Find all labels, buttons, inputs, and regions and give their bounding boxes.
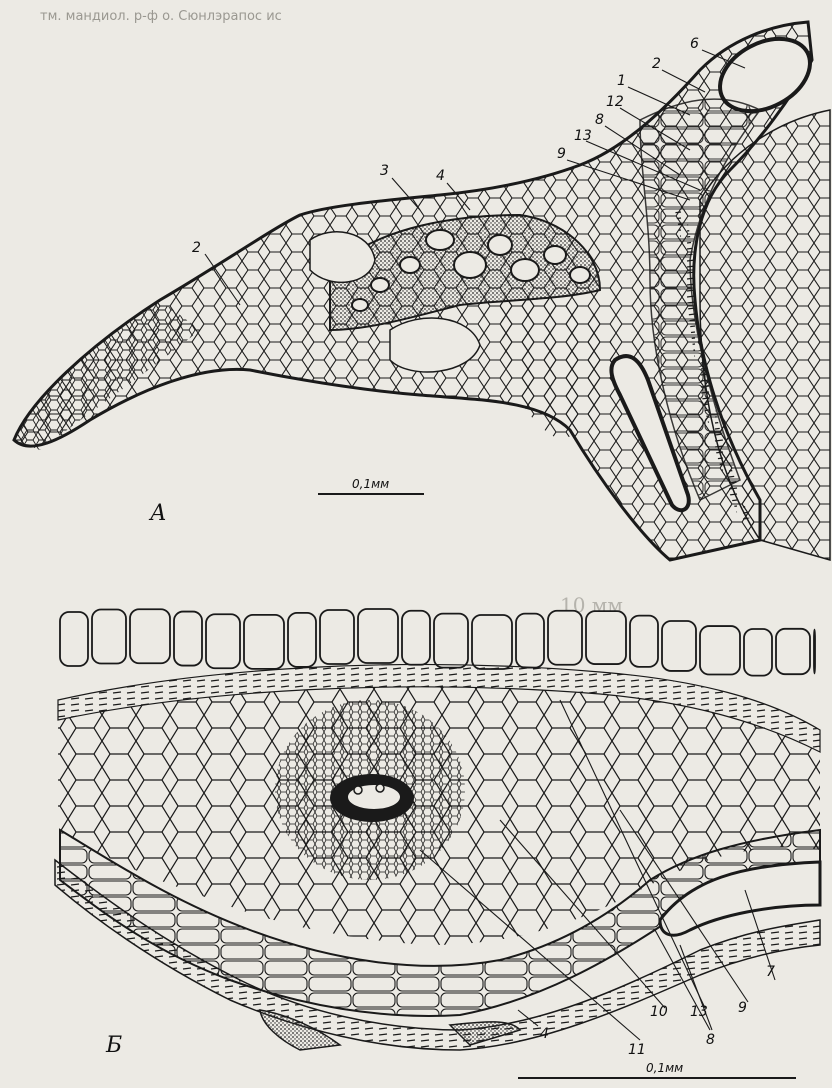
bleed-line: тм. мандиол. р-ф о. Сюнлэрапос ис	[40, 9, 282, 24]
label-a-2: 2	[652, 56, 661, 72]
label-a-12: 12	[606, 94, 624, 110]
epidermal-cell	[814, 630, 815, 674]
epidermal-cell	[244, 615, 284, 669]
epidermal-cell	[630, 616, 658, 667]
epidermal-cell	[586, 611, 626, 664]
label-b-7: 7	[766, 964, 775, 980]
epidermal-cell	[130, 609, 170, 663]
scale-bar-b: 0,1мм	[518, 1061, 796, 1078]
epidermal-cell	[320, 610, 354, 664]
panel-b: 10 13 9 7 8 11 4 0,1мм Б	[55, 609, 820, 1078]
epidermal-cell	[776, 629, 810, 674]
epidermal-cell	[662, 621, 696, 671]
label-a-2b: 2	[192, 240, 201, 256]
label-a-4: 4	[436, 168, 445, 184]
scale-bar-a: 0,1мм	[318, 477, 424, 494]
label-a-13: 13	[574, 128, 592, 144]
vessel-b2	[376, 784, 384, 792]
label-b-13: 13	[690, 1004, 708, 1020]
label-a-3: 3	[380, 163, 389, 179]
epidermal-cell	[516, 614, 544, 668]
panel-letter-b: Б	[105, 1033, 122, 1058]
label-b-9: 9	[738, 1000, 747, 1016]
panel-a: 6 2 1 12 8 13 9 3 4 2 0,1мм А	[14, 22, 830, 560]
epidermal-cell	[700, 626, 740, 674]
label-b-4: 4	[540, 1026, 549, 1042]
epidermal-cell	[548, 611, 582, 665]
epidermal-cell	[288, 613, 316, 667]
epidermal-cell	[744, 629, 772, 676]
label-a-9: 9	[557, 146, 566, 162]
epidermal-cell	[206, 614, 240, 668]
label-a-6: 6	[690, 36, 699, 52]
label-b-11: 11	[628, 1042, 646, 1058]
epidermal-cell	[472, 615, 512, 669]
epidermal-cell	[402, 611, 430, 665]
scale-label-a: 0,1мм	[352, 477, 389, 491]
label-a-8: 8	[595, 112, 604, 128]
epidermal-cell	[434, 614, 468, 668]
label-b-8: 8	[706, 1032, 715, 1048]
label-b-10: 10	[650, 1004, 668, 1020]
panel-letter-a: А	[148, 501, 167, 526]
epidermal-cell	[92, 609, 126, 663]
label-a-1: 1	[617, 73, 626, 89]
epidermal-cell	[60, 612, 88, 666]
epidermal-cell	[358, 609, 398, 663]
scale-label-b: 0,1мм	[646, 1061, 683, 1075]
epidermal-cell	[174, 612, 202, 666]
vessel-b1	[354, 786, 362, 794]
